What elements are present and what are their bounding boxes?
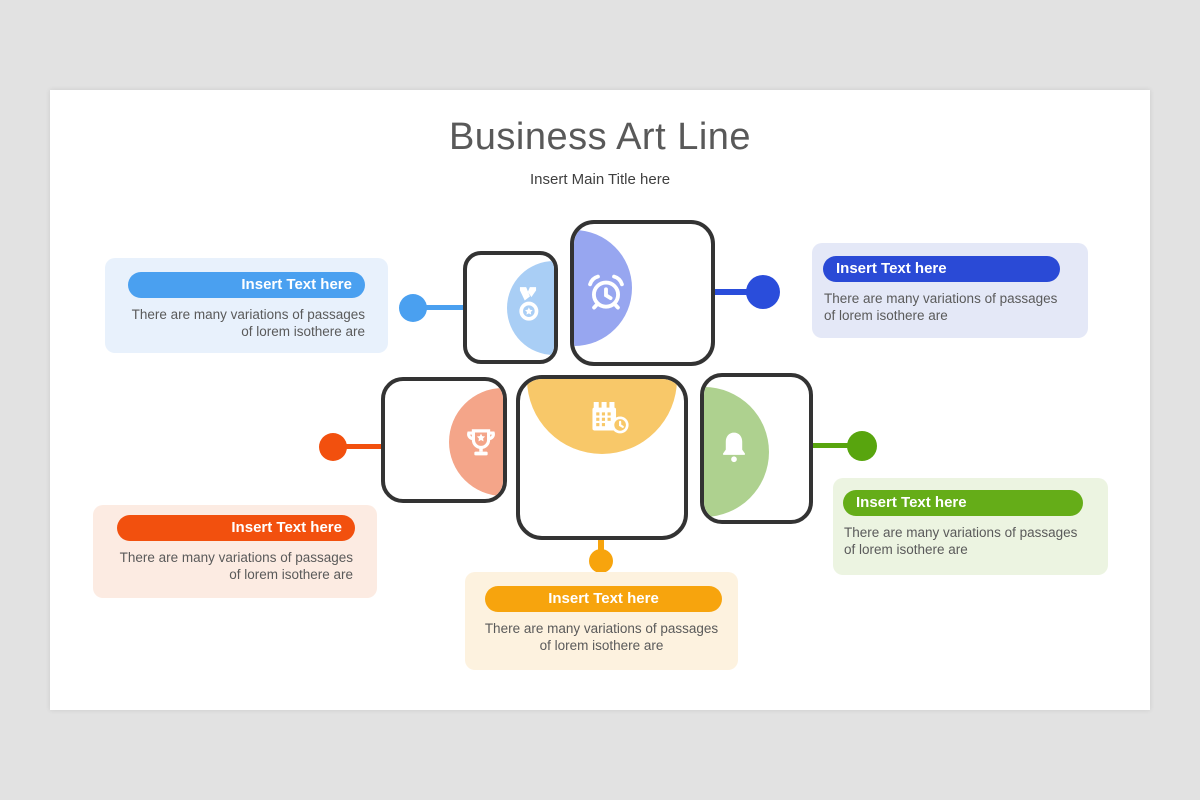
card-medal [463, 251, 558, 364]
callout-bottom-right-body[interactable]: There are many variations of passages of… [844, 525, 1078, 557]
connector-line-right-middle [813, 443, 862, 448]
callout-top-right: Insert Text here There are many variatio… [812, 243, 1088, 338]
card-bell [700, 373, 813, 524]
connector-dot-left-middle [319, 433, 347, 461]
slide-subtitle[interactable]: Insert Main Title here [529, 171, 671, 188]
callout-bottom-left-label[interactable]: Insert Text here [117, 515, 355, 541]
callout-top-left-label[interactable]: Insert Text here [128, 272, 365, 298]
callout-bottom-right-label[interactable]: Insert Text here [843, 490, 1083, 516]
connector-dot-bottom [589, 549, 613, 573]
callout-bottom-center: Insert Text here There are many variatio… [465, 572, 738, 670]
slide-title[interactable]: Business Art Line [448, 116, 752, 158]
card-trophy [381, 377, 507, 503]
connector-dot-right-middle [847, 431, 877, 461]
connector-dot-left-top [399, 294, 427, 322]
callout-bottom-center-label[interactable]: Insert Text here [485, 586, 722, 612]
callout-top-left: Insert Text here There are many variatio… [105, 258, 388, 353]
trophy-icon [462, 426, 500, 469]
callout-top-right-label[interactable]: Insert Text here [823, 256, 1060, 282]
calendar-clock-icon [589, 402, 633, 441]
callout-bottom-center-body[interactable]: There are many variations of passages of… [484, 621, 719, 653]
callout-top-left-body[interactable]: There are many variations of passages of… [131, 307, 365, 339]
medal-icon [511, 286, 545, 331]
callout-bottom-left: Insert Text here There are many variatio… [93, 505, 377, 598]
card-calendar [516, 375, 688, 540]
slide-canvas: Business Art Line Insert Main Title here [50, 90, 1150, 710]
alarm-clock-icon [585, 272, 627, 319]
card-alarm [570, 220, 715, 366]
callout-bottom-right: Insert Text here There are many variatio… [833, 478, 1108, 575]
callout-top-right-body[interactable]: There are many variations of passages of… [824, 291, 1058, 323]
connector-line-left-top [413, 305, 463, 310]
connector-line-right-top [715, 289, 763, 295]
connector-dot-right-top [746, 275, 780, 309]
connector-line-left-middle [333, 444, 381, 449]
callout-bottom-left-body[interactable]: There are many variations of passages of… [119, 550, 353, 582]
bell-icon [717, 429, 751, 474]
